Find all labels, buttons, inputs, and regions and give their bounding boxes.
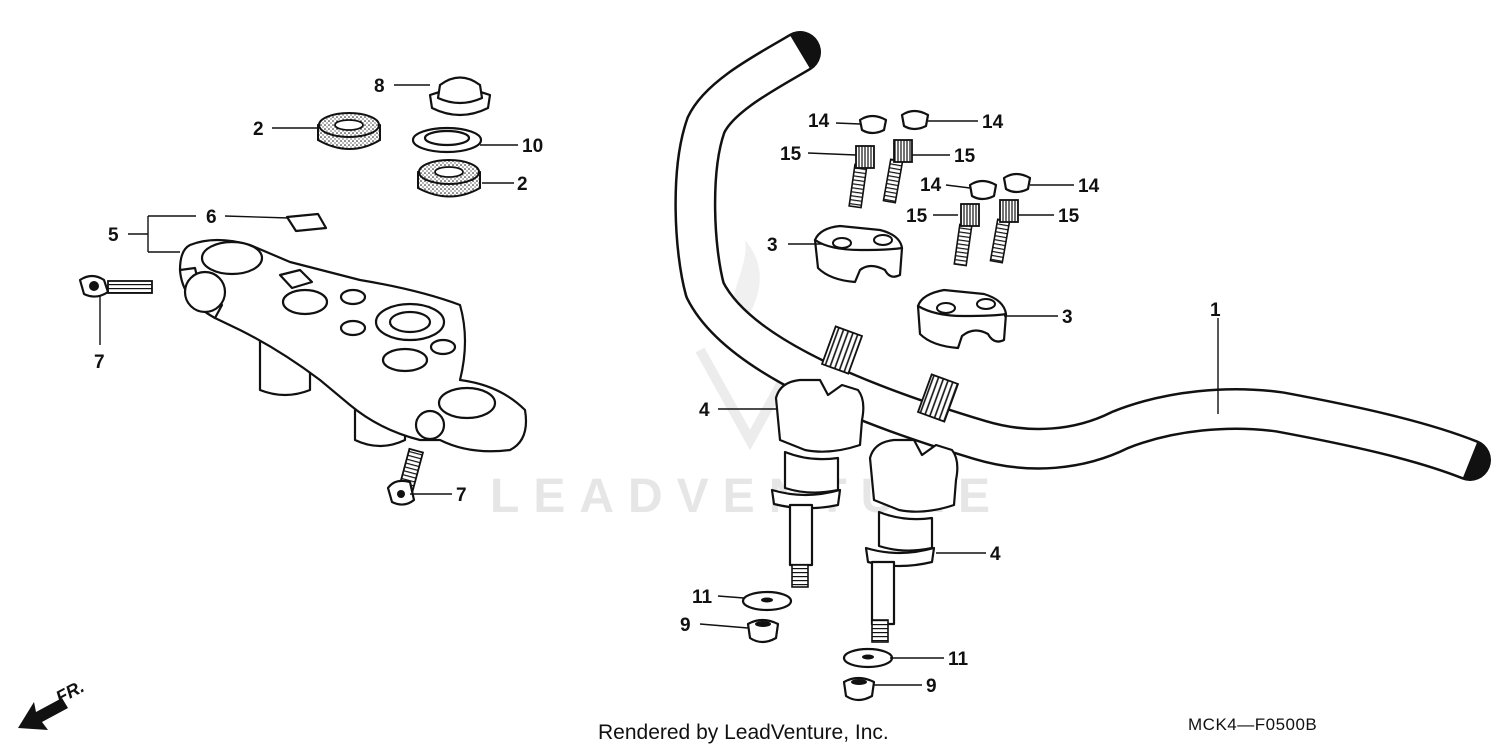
callout-14-a: 14 <box>808 111 830 132</box>
cap-14-c <box>968 179 998 201</box>
callout-1: 1 <box>1210 300 1221 321</box>
callout-7-lower: 7 <box>456 485 467 506</box>
washer-11-a <box>741 590 793 612</box>
callouts: 1 2 2 3 3 4 4 5 6 7 7 8 9 9 10 11 11 14 … <box>94 76 1221 697</box>
bolt-15-c <box>953 203 980 267</box>
washer-10 <box>411 126 483 154</box>
front-indicator: FR. <box>18 676 87 730</box>
callout-14-c: 14 <box>920 175 942 196</box>
callout-14-d: 14 <box>1078 176 1100 197</box>
nut-9-a <box>746 618 780 644</box>
bolt-15-d <box>989 199 1019 264</box>
callout-4-left: 4 <box>699 400 710 421</box>
callout-15-c: 15 <box>906 206 928 227</box>
callout-2-right: 2 <box>517 174 528 195</box>
handlebar-tube-inner <box>676 36 1477 478</box>
nut-9-b <box>842 676 876 702</box>
callout-7-left: 7 <box>94 352 105 373</box>
lower-holder-4-a <box>770 378 865 588</box>
bearing-2-left <box>317 112 381 150</box>
callout-3-upper: 3 <box>767 235 778 256</box>
callout-11-left: 11 <box>692 587 713 608</box>
front-arrow-icon <box>18 698 68 730</box>
bolt-7-left <box>78 274 153 298</box>
callout-3-lower: 3 <box>1062 307 1073 328</box>
callout-11-right: 11 <box>948 649 969 670</box>
washer-11-b <box>842 647 894 669</box>
callout-4-right: 4 <box>990 544 1001 565</box>
id-plate <box>285 212 328 233</box>
callout-15-b: 15 <box>954 146 976 167</box>
bearing-2-right <box>417 159 481 198</box>
handlebar-knurl-left <box>820 325 864 375</box>
callout-15-d: 15 <box>1058 206 1080 227</box>
top-bridge <box>178 238 528 453</box>
footer-credit: Rendered by LeadVenture, Inc. <box>598 721 889 744</box>
bolt-7-lower <box>386 447 425 506</box>
callout-9-right: 9 <box>926 676 937 697</box>
bolt-15-b <box>882 139 913 204</box>
upper-holder-3-a <box>813 224 904 284</box>
callout-5: 5 <box>108 225 119 246</box>
cap-14-a <box>858 114 888 135</box>
callout-15-a: 15 <box>780 144 802 165</box>
diagram-code: MCK4—F0500B <box>1188 715 1317 734</box>
lower-holder-4-b <box>864 438 959 643</box>
leader-lines <box>99 84 1219 686</box>
upper-holder-3-b <box>916 288 1008 350</box>
callout-14-b: 14 <box>982 112 1004 133</box>
cap-14-d <box>1002 172 1032 194</box>
callout-6: 6 <box>206 207 217 228</box>
handlebar <box>674 31 1491 481</box>
handlebar-knurl-right <box>916 373 960 423</box>
bolt-15-a <box>848 145 875 209</box>
cap-14-b <box>900 109 930 131</box>
callout-9-left: 9 <box>680 615 691 636</box>
nut-8 <box>428 76 492 117</box>
callout-8: 8 <box>374 76 385 97</box>
callout-2-left: 2 <box>253 119 264 140</box>
callout-10: 10 <box>522 136 543 157</box>
